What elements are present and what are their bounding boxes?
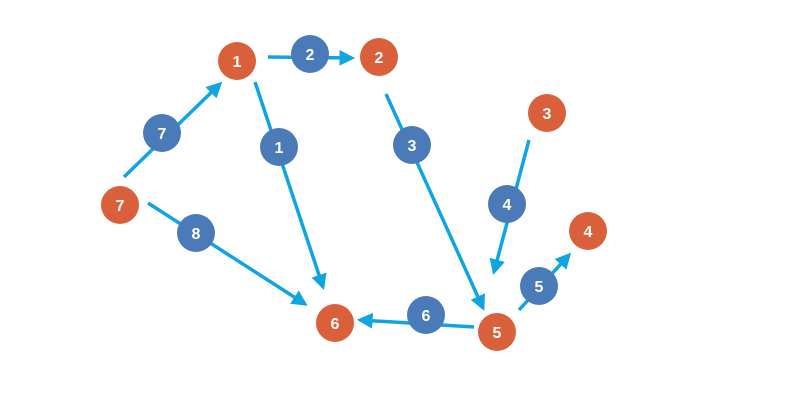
graph-node-circle <box>478 313 516 351</box>
edge-arrow-n7-to-n6 <box>147 201 308 306</box>
edge-weight-label: 6 <box>422 308 431 325</box>
graph-node: 1 <box>218 42 256 80</box>
graph-node-label: 2 <box>375 50 384 67</box>
graph-node: 7 <box>101 186 139 224</box>
graph-node: 5 <box>478 313 516 351</box>
edge-weight-circle <box>393 126 431 164</box>
graph-node-circle <box>528 94 566 132</box>
graph-node-circle <box>316 304 354 342</box>
edge-weight-label: 8 <box>192 226 201 243</box>
edge-weight-circle <box>143 114 181 152</box>
graph-node: 2 <box>360 38 398 76</box>
graph-node: 4 <box>569 212 607 250</box>
graph-node-label: 5 <box>493 325 502 342</box>
graph-node-circle <box>569 212 607 250</box>
graph-node: 6 <box>316 304 354 342</box>
edge-weight-circle <box>520 267 558 305</box>
graph-node-label: 1 <box>233 54 242 71</box>
graph-node-label: 3 <box>543 106 552 123</box>
edge-weight-circle <box>177 214 215 252</box>
edge-weight-badge: 5 <box>520 267 558 305</box>
edge-weight-label: 3 <box>408 138 417 155</box>
edge-weight-badge: 3 <box>393 126 431 164</box>
edge-weight-label: 4 <box>503 197 512 214</box>
edge-weight-circle <box>260 128 298 166</box>
nodes-layer: 1 2 3 4 5 6 7 <box>101 38 607 351</box>
edge-weight-circle <box>488 185 526 223</box>
edge-weight-label: 5 <box>535 279 544 296</box>
edge-weight-circle <box>407 296 445 334</box>
graph-node-label: 6 <box>331 316 340 333</box>
edge-weight-badge: 2 <box>291 35 329 73</box>
graph-node-label: 4 <box>584 224 593 241</box>
edge-weight-badge: 4 <box>488 185 526 223</box>
edge-weight-label: 2 <box>306 47 315 64</box>
graph-node-circle <box>218 42 256 80</box>
edge-weight-badge: 8 <box>177 214 215 252</box>
edge-weight-badge: 1 <box>260 128 298 166</box>
edge-arrow-n2-to-n5 <box>384 93 485 311</box>
edge-labels-layer: 1 2 3 4 5 6 7 8 <box>143 35 558 334</box>
edge-arrow-n1-to-n6 <box>253 81 327 290</box>
graph-node-label: 7 <box>116 198 125 215</box>
graph-node-circle <box>360 38 398 76</box>
graph-node-circle <box>101 186 139 224</box>
graph-node: 3 <box>528 94 566 132</box>
edge-weight-badge: 7 <box>143 114 181 152</box>
edge-weight-circle <box>291 35 329 73</box>
edge-weight-label: 7 <box>158 126 167 143</box>
edge-weight-badge: 6 <box>407 296 445 334</box>
edge-weight-label: 1 <box>275 140 284 157</box>
